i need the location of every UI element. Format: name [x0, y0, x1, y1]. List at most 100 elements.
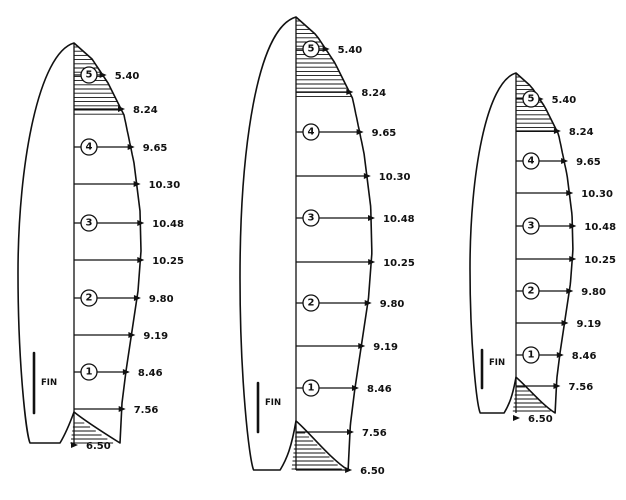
section-marker-circle — [80, 363, 98, 381]
board-outline — [469, 72, 574, 414]
width-measurement-label: 9.80 — [149, 294, 174, 305]
arrow-head — [368, 259, 376, 265]
width-measurement-label: 9.19 — [373, 342, 398, 353]
arrow-head — [561, 158, 569, 164]
width-measurement-label: 10.25 — [152, 256, 184, 267]
section-marker-circle — [522, 90, 540, 108]
fin-label: FIN — [265, 398, 281, 408]
arrow-head — [566, 288, 574, 294]
arrow-head — [137, 220, 145, 226]
section-marker-circle — [80, 289, 98, 307]
arrow-head — [553, 128, 561, 134]
arrow-head — [118, 106, 125, 112]
width-measurement-label: 8.24 — [361, 88, 386, 99]
section-number: 2 — [86, 293, 93, 304]
width-measurement-label: 10.25 — [584, 255, 616, 266]
arrow-head — [346, 429, 354, 435]
section-number: 1 — [308, 383, 315, 394]
section-number: 1 — [528, 350, 535, 361]
width-measurement-label: 5.40 — [115, 71, 140, 82]
width-measurement-label: 5.40 — [338, 45, 363, 56]
arrow-head — [566, 190, 574, 196]
section-number: 5 — [528, 94, 535, 105]
arrow-head — [368, 215, 376, 221]
section-marker-circle — [522, 217, 540, 235]
arrow-head — [363, 173, 371, 179]
width-measurement-label: 8.46 — [572, 351, 597, 362]
arrow-head — [561, 320, 569, 326]
arrow-head — [118, 406, 126, 412]
section-marker-circle — [302, 379, 320, 397]
section-number: 1 — [86, 367, 93, 378]
board-outline — [17, 42, 142, 444]
width-measurement-label: 8.46 — [138, 368, 163, 379]
arrow-head — [122, 369, 130, 375]
width-measurement-label: 7.56 — [569, 382, 594, 393]
section-number: 3 — [86, 218, 93, 229]
section-number: 5 — [86, 70, 93, 81]
arrow-head — [346, 89, 354, 95]
section-marker-circle — [302, 123, 320, 141]
section-number: 4 — [528, 156, 535, 167]
surfboard-2: 5.4058.249.65410.3010.48310.259.8029.198… — [239, 16, 415, 477]
arrow-head — [356, 129, 364, 135]
section-marker-circle — [302, 209, 320, 227]
section-number: 2 — [528, 286, 535, 297]
section-number: 5 — [308, 44, 315, 55]
arrow-head — [322, 46, 330, 52]
section-number: 3 — [308, 213, 315, 224]
arrow-head — [99, 72, 107, 78]
arrow-head — [364, 300, 372, 306]
width-measurement-label: 9.19 — [143, 331, 168, 342]
section-number: 4 — [86, 142, 93, 153]
arrow-head — [133, 181, 141, 187]
arrow-head — [569, 256, 577, 262]
width-measurement-label: 7.56 — [134, 405, 159, 416]
arrow-head — [556, 352, 564, 358]
section-marker-circle — [80, 138, 98, 156]
arrow-head — [127, 144, 135, 150]
section-marker-circle — [302, 40, 320, 58]
section-marker-circle — [522, 152, 540, 170]
width-measurement-label: 8.46 — [367, 384, 392, 395]
board-outline — [239, 16, 373, 471]
width-measurement-label: 10.48 — [584, 222, 616, 233]
width-measurement-label: 8.24 — [569, 127, 594, 138]
arrow-head — [128, 332, 136, 338]
arrow-head — [358, 343, 366, 349]
width-measurement-label: 9.65 — [143, 143, 168, 154]
width-measurement-label: 6.50 — [360, 466, 385, 477]
width-measurement-label: 10.48 — [383, 214, 415, 225]
section-marker-circle — [522, 346, 540, 364]
width-measurement-label: 10.30 — [581, 189, 613, 200]
section-marker-circle — [522, 282, 540, 300]
width-measurement-label: 10.25 — [383, 258, 415, 269]
section-marker-circle — [80, 66, 98, 84]
fin-label: FIN — [41, 378, 57, 388]
arrow-head — [351, 385, 359, 391]
width-measurement-label: 8.24 — [133, 105, 158, 116]
width-measurement-label: 10.30 — [379, 172, 411, 183]
width-measurement-label: 9.19 — [577, 319, 602, 330]
section-number: 3 — [528, 221, 535, 232]
arrow-head — [569, 223, 577, 229]
width-measurement-label: 10.30 — [149, 180, 181, 191]
fin-label: FIN — [489, 358, 505, 368]
arrow-head — [345, 467, 353, 473]
arrow-head — [133, 295, 141, 301]
width-measurement-label: 9.65 — [372, 128, 397, 139]
arrow-head — [513, 415, 520, 421]
surfboard-1: 5.4058.249.65410.3010.48310.259.8029.198… — [17, 42, 184, 452]
arrow-head — [553, 383, 561, 389]
section-number: 4 — [308, 127, 315, 138]
width-measurement-label: 7.56 — [362, 428, 387, 439]
width-measurement-label: 9.80 — [581, 287, 606, 298]
section-marker-circle — [302, 294, 320, 312]
section-marker-circle — [80, 214, 98, 232]
arrow-head — [137, 257, 145, 263]
surfboard-3: 5.4058.249.65410.3010.48310.259.8029.198… — [469, 72, 616, 425]
width-measurement-label: 9.65 — [576, 157, 601, 168]
width-measurement-label: 6.50 — [528, 414, 553, 425]
width-measurement-label: 6.50 — [86, 441, 111, 452]
